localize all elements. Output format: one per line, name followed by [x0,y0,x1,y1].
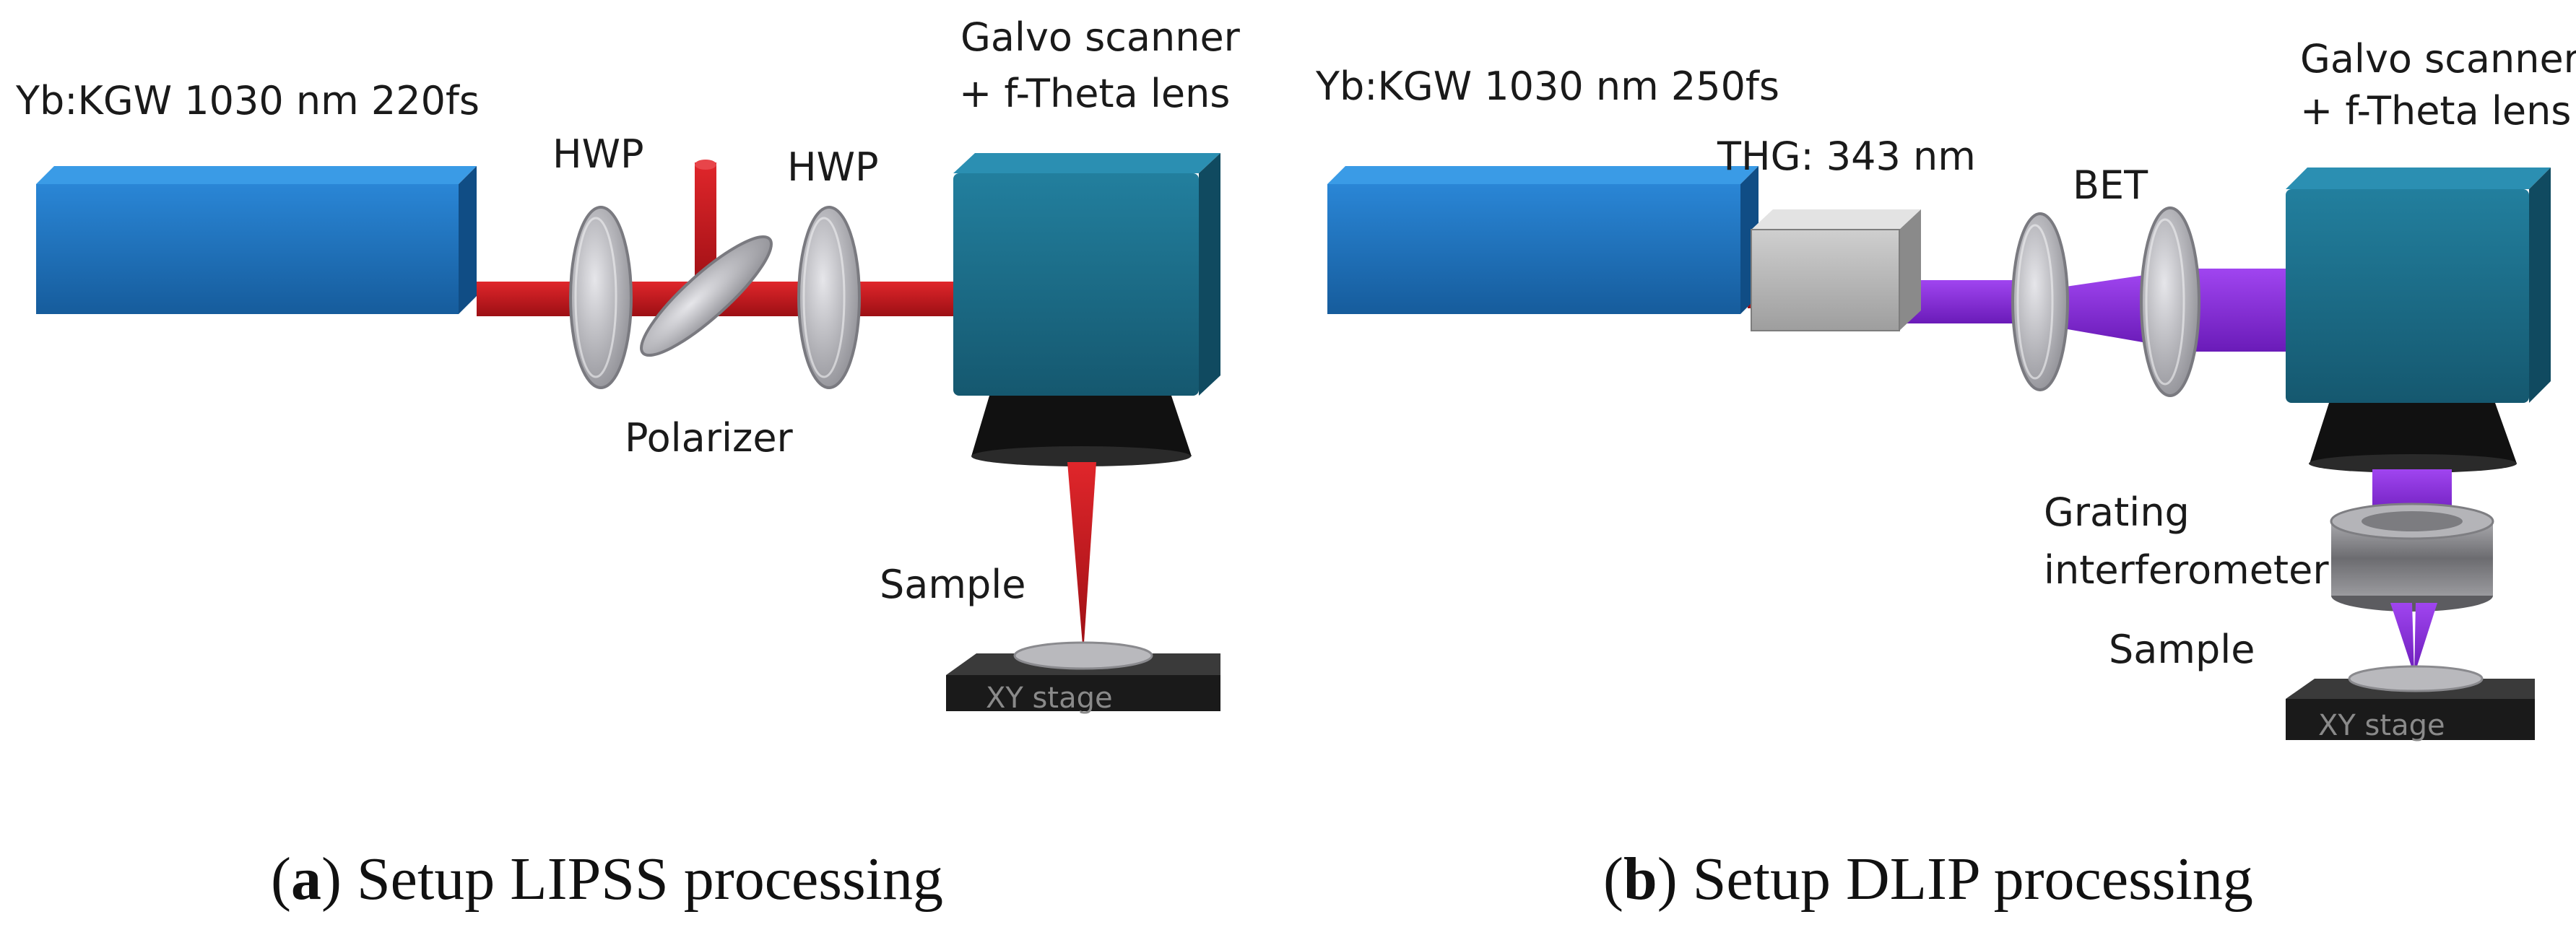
interfering-beam-left [2390,603,2414,675]
sample-label-b: Sample [2109,627,2255,672]
grating-label-line-2: interferometer [2044,547,2329,593]
scanner-label-b-line-1: Galvo scanner [2300,36,2576,82]
stage-label-b: XY stage [2318,709,2445,742]
hwp-2-label: HWP [787,144,879,190]
xy-stage-b: XY stage [2286,665,2535,742]
scanner-label-b-line-2: + f-Theta lens [2300,88,2571,134]
bet-label: BET [2073,162,2148,208]
xy-stage: XY stage [946,641,1220,715]
scanner-label-line-2: + f-Theta lens [959,71,1230,116]
laser-source [36,166,477,314]
caption-a: (a) Setup LIPSS processing [271,845,943,913]
f-theta-lens [971,396,1192,456]
thg-module [1751,209,1921,331]
grating-label-line-1: Grating [2044,490,2190,535]
focused-beam [1067,462,1096,653]
caption-a-text: Setup LIPSS processing [357,845,943,913]
f-theta-lens-b [2310,403,2517,464]
sample-label: Sample [880,562,1025,607]
laser-label-b: Yb:KGW 1030 nm 250fs [1315,64,1779,109]
scanner-label-line-1: Galvo scanner [960,14,1241,60]
hwp-2-optic [797,206,861,389]
grating-interferometer [2330,503,2494,612]
polarizer-label: Polarizer [625,415,794,461]
thg-label: THG: 343 nm [1717,134,1976,179]
panel-b: XY stage Yb:KGW 1030 nm 250fs THG: 343 n… [1315,36,2576,913]
sample [1013,641,1153,670]
sample-b [2348,665,2484,692]
hwp-1-label: HWP [552,131,644,177]
laser-source-b [1327,166,1758,314]
polarizer-optic [640,235,773,357]
reflected-beam-tip [695,160,716,170]
laser-label: Yb:KGW 1030 nm 220fs [15,78,480,123]
galvo-scanner [953,153,1220,396]
caption-b: (b) Setup DLIP processing [1603,845,2253,913]
interfering-beam-right [2414,603,2437,675]
caption-a-letter: a [291,845,321,913]
caption-b-letter: b [1623,845,1657,913]
galvo-scanner-b [2286,168,2551,403]
stage-label: XY stage [986,682,1113,715]
bet-lens-2 [2140,206,2200,397]
panel-a: XY stage Yb:KGW 1030 nm 220fs HWP HWP Po… [15,14,1241,913]
caption-b-text: Setup DLIP processing [1693,845,2253,913]
hwp-1-optic [569,206,633,389]
bet-lens-1 [2011,212,2069,391]
uv-beam-expanding [2051,273,2159,345]
